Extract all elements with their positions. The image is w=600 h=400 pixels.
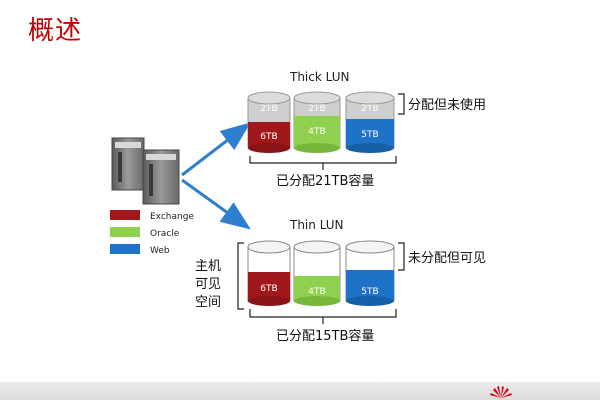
- thin-left-note-line-1: 主机: [195, 259, 221, 274]
- thin-total-bracket: [249, 309, 397, 324]
- thick-exchange-used-label: 6TB: [260, 132, 277, 142]
- thick-exchange-unused-label: 2TB: [260, 104, 277, 114]
- footer-bar: [0, 382, 600, 400]
- huawei-logo-icon: [490, 386, 512, 398]
- thick-web-used-label: 5TB: [361, 130, 378, 140]
- thin-host-visible-bracket: [237, 242, 244, 310]
- thick-oracle-unused-label: 2TB: [308, 104, 325, 114]
- thick-lun-group: Thick LUN 2TB 6TB 2TB 4TB: [247, 70, 486, 189]
- thick-unused-bracket: [398, 93, 405, 115]
- arrow-to-thick-lun: [181, 122, 251, 177]
- thick-cylinder-web: 2TB 5TB: [345, 91, 395, 153]
- page-title: 概述: [28, 16, 83, 46]
- thin-cylinder-oracle: 4TB: [293, 240, 341, 306]
- legend-item-oracle: Oracle: [110, 227, 180, 239]
- thick-web-unused-label: 2TB: [361, 104, 378, 114]
- thin-oracle-used-label: 4TB: [308, 287, 325, 297]
- legend-label-web: Web: [150, 246, 170, 256]
- thin-left-note-line-2: 可见: [195, 277, 221, 292]
- legend-item-exchange: Exchange: [110, 210, 194, 222]
- thick-caption: 已分配21TB容量: [276, 173, 374, 189]
- thin-side-note: 未分配但可见: [408, 251, 486, 266]
- thick-total-bracket: [249, 156, 397, 170]
- thick-oracle-used-label: 4TB: [308, 127, 325, 137]
- thick-side-note: 分配但未使用: [408, 97, 486, 113]
- thick-cylinder-oracle: 2TB 4TB: [293, 91, 341, 153]
- thin-exchange-used-label: 6TB: [260, 284, 277, 294]
- thin-left-note-line-3: 空间: [195, 295, 221, 310]
- thin-unallocated-bracket: [398, 242, 405, 271]
- legend: Exchange Oracle Web: [110, 210, 194, 256]
- server-icon: [111, 137, 180, 205]
- thin-cylinder-web: 5TB: [345, 240, 395, 306]
- legend-item-web: Web: [110, 244, 170, 256]
- thin-web-used-label: 5TB: [361, 287, 378, 297]
- thick-cylinder-exchange: 2TB 6TB: [247, 91, 291, 153]
- thin-cylinder-exchange: 6TB: [247, 240, 291, 306]
- thin-caption: 已分配15TB容量: [276, 328, 374, 344]
- legend-label-exchange: Exchange: [150, 212, 194, 222]
- thick-lun-title: Thick LUN: [289, 70, 349, 84]
- thin-lun-group: Thin LUN 6TB 4TB 5TB: [195, 218, 486, 344]
- arrow-to-thin-lun: [181, 178, 251, 230]
- thin-lun-title: Thin LUN: [289, 218, 344, 232]
- legend-label-oracle: Oracle: [150, 229, 180, 239]
